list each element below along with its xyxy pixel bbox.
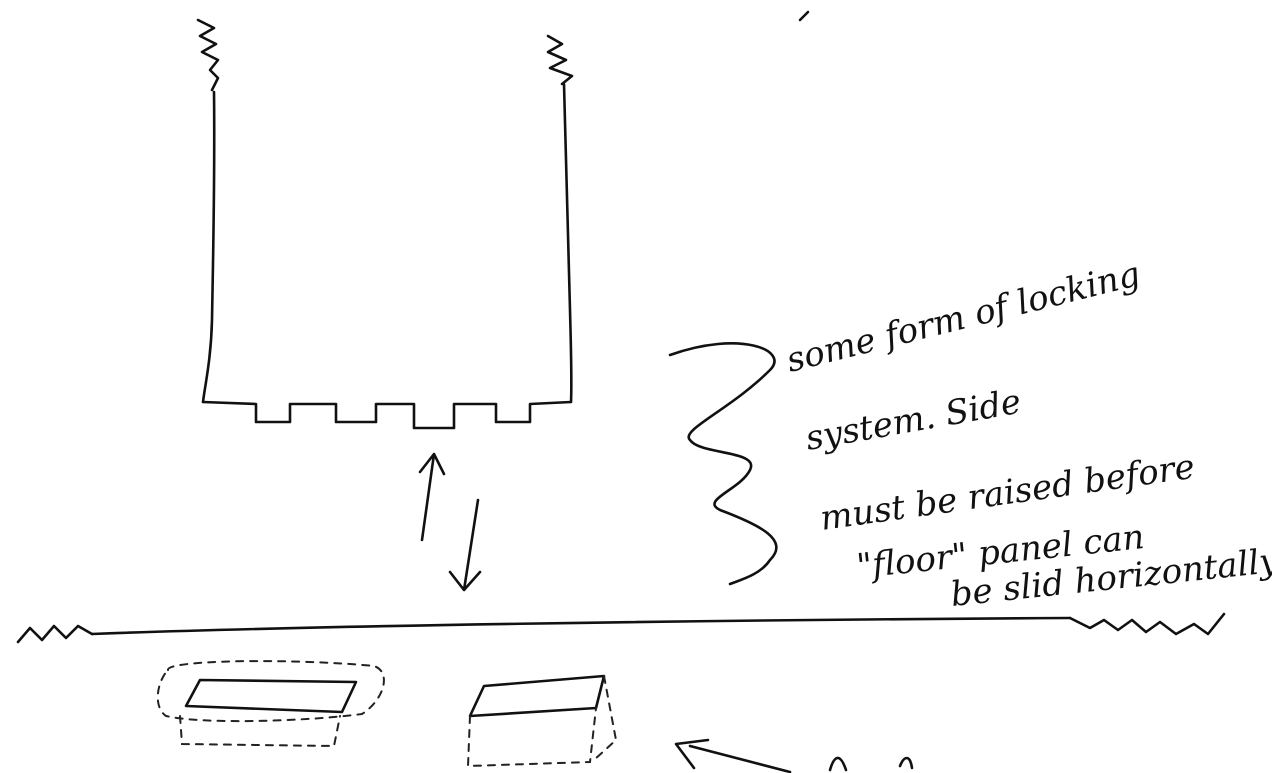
bottom-arrow xyxy=(676,740,912,772)
left-block-dashed-halo xyxy=(158,661,384,721)
movement-arrows xyxy=(420,454,480,590)
right-block xyxy=(470,676,604,716)
floor-line xyxy=(18,614,1224,642)
note-line-2: system. Side xyxy=(803,382,1024,459)
right-wall xyxy=(564,84,571,402)
right-break-mark xyxy=(548,36,572,84)
up-arrow xyxy=(420,454,444,540)
note-brace xyxy=(670,343,776,584)
left-wall xyxy=(203,92,214,402)
right-block-dashed-sides xyxy=(468,676,616,766)
floor-edge xyxy=(92,618,1070,634)
left-break-mark xyxy=(198,20,218,90)
floor-blocks xyxy=(158,661,616,766)
down-arrow xyxy=(450,500,480,590)
stray-mark xyxy=(800,12,808,20)
side-panel xyxy=(198,20,572,428)
handwritten-note: some form of locking system. Side must b… xyxy=(783,254,1272,615)
floor-right-break xyxy=(1070,614,1224,634)
floor-left-break xyxy=(18,626,92,642)
left-block xyxy=(186,680,356,712)
note-line-1: some form of locking xyxy=(783,254,1145,381)
notched-bottom-edge xyxy=(203,402,571,428)
